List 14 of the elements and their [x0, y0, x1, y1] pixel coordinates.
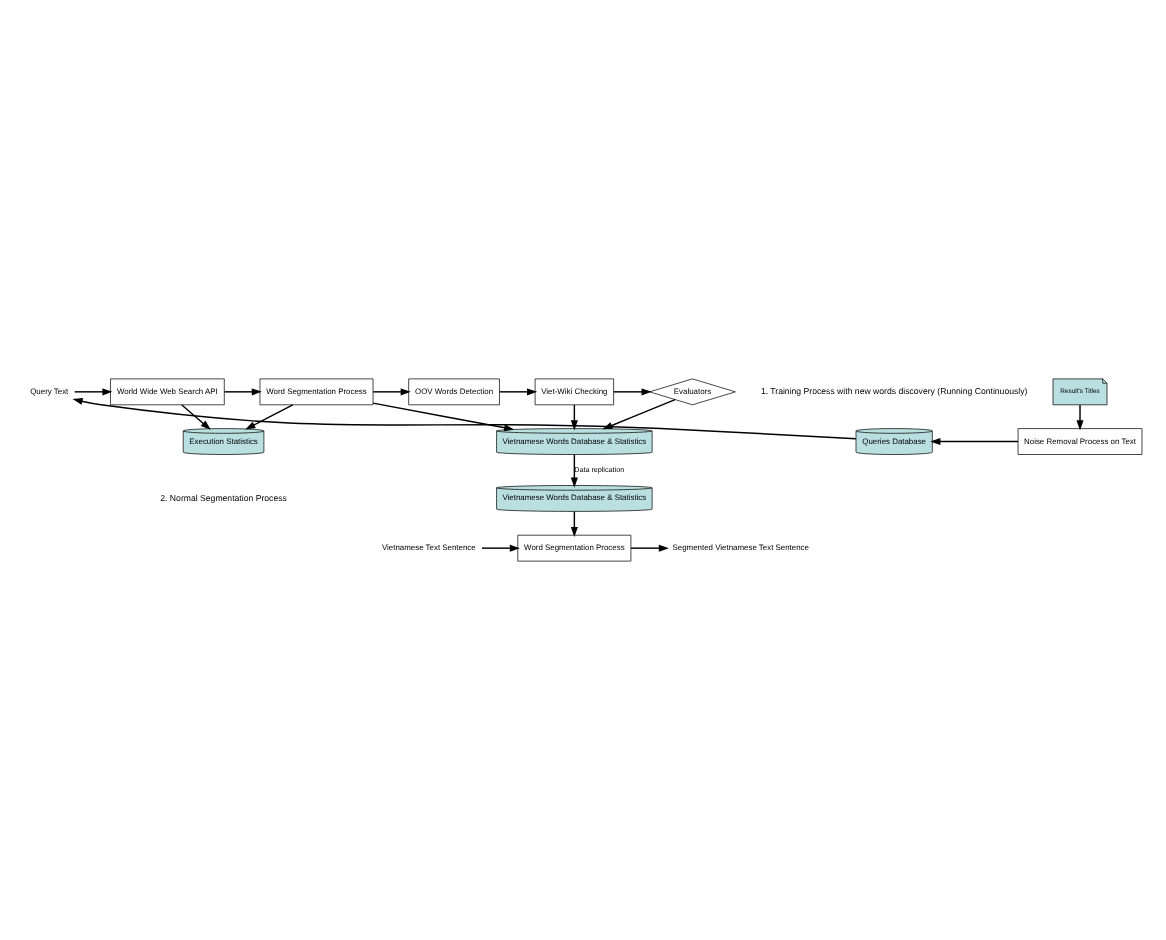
- arrow: [602, 398, 676, 430]
- arrow: [498, 388, 538, 396]
- arrow: [223, 388, 262, 396]
- arrow: [72, 397, 857, 440]
- arrow: [73, 388, 113, 396]
- arrow: [930, 438, 1019, 446]
- arrow: [372, 388, 411, 396]
- arrow: [630, 544, 669, 552]
- arrow: [181, 404, 211, 430]
- arrow: [1076, 404, 1084, 431]
- arrow: [481, 544, 520, 552]
- arrow: [245, 404, 294, 430]
- arrow: [613, 388, 652, 396]
- arrow: [372, 402, 515, 432]
